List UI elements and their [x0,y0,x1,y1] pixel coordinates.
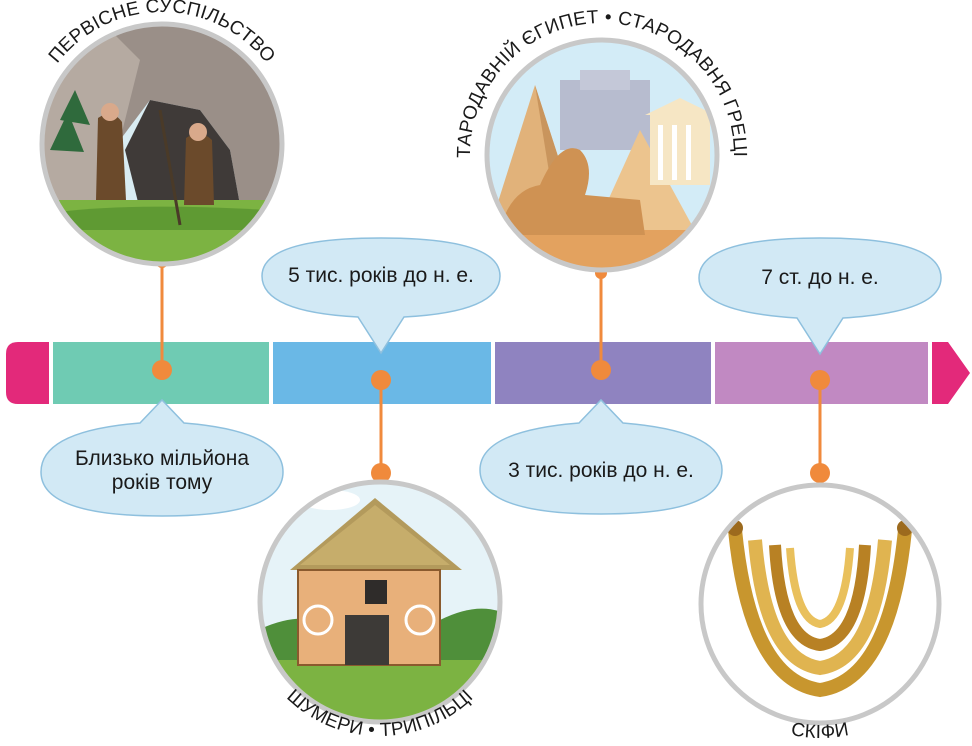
date-primitive-line2: років тому [111,471,213,494]
image-scythians [698,482,942,726]
date-scythians-text: 7 ст. до н. е. [761,266,879,289]
bubble-egypt [479,398,723,515]
date-primitive-line1: Близько мільйона [74,447,250,470]
dot-scythians-bar [810,370,830,390]
caption-scythians: СКІФИ [790,719,851,741]
bubble-scythians [698,237,942,356]
bubble-primitive [40,398,284,517]
dot-egypt-bar [591,360,611,380]
date-egypt: 3 тис. років до н. е. [480,459,722,483]
dot-sumer-bottom [371,463,391,483]
image-primitive-society [39,21,285,267]
connector-dots [152,256,830,483]
dot-sumer-bar [371,370,391,390]
date-primitive: Близько мільйона років тому [41,447,283,495]
image-egypt-greece [484,37,720,273]
date-sumer: 5 тис. років до н. е. [262,264,500,288]
date-scythians: 7 ст. до н. е. [699,266,941,290]
date-egypt-text: 3 тис. років до н. е. [508,459,694,482]
date-sumer-text: 5 тис. років до н. е. [288,264,474,287]
bubbles [40,237,942,517]
dot-scythians-bottom [810,463,830,483]
bubble-sumer [261,237,501,355]
image-sumer-trypillia [257,479,503,725]
timeline-arrow-head [932,342,970,404]
timeline-start-cap [6,342,49,404]
dot-primitive-bar [152,360,172,380]
